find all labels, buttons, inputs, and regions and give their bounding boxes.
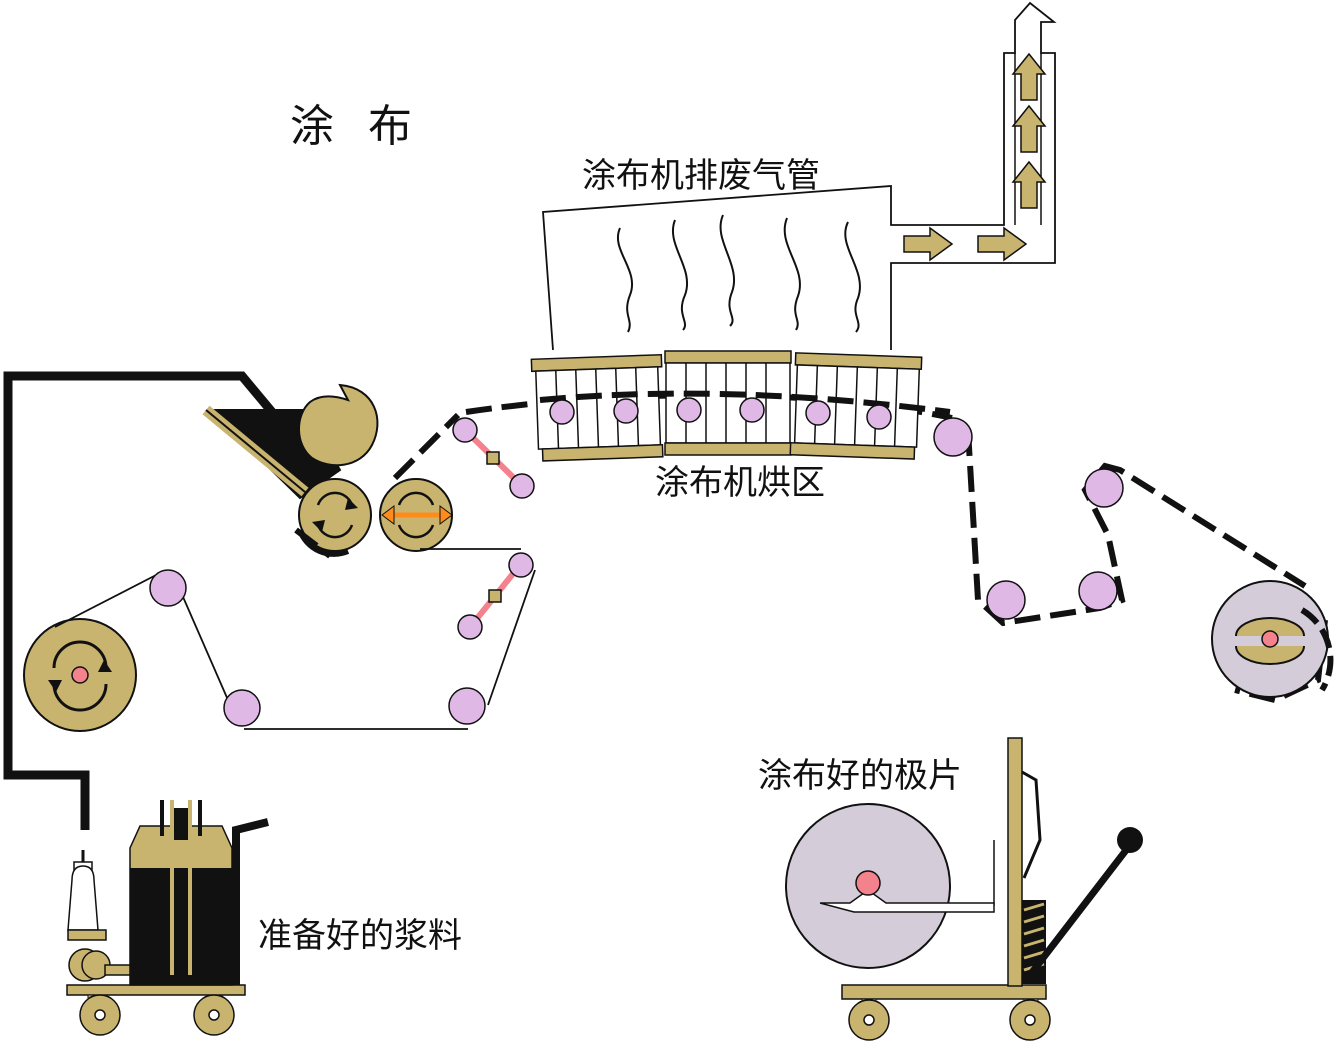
backing-roller bbox=[379, 478, 453, 552]
slurry-cart bbox=[66, 800, 269, 1036]
lift-handle bbox=[1117, 827, 1143, 853]
oven-section-1 bbox=[530, 353, 664, 462]
prepared-slurry-label: 准备好的浆料 bbox=[258, 916, 462, 956]
nitrogen-cylinder bbox=[67, 850, 132, 982]
slurry-tank bbox=[129, 800, 233, 986]
cart-wheels bbox=[79, 994, 235, 1036]
hot-air-fumes bbox=[617, 214, 861, 333]
oven-section-2 bbox=[664, 350, 792, 456]
guide-roller bbox=[149, 569, 187, 607]
slurry-feed-pipe bbox=[3, 371, 276, 830]
guide-roller bbox=[986, 580, 1026, 620]
exhaust-pipe-label: 涂布机排废气管 bbox=[582, 156, 820, 196]
tension-dancer-lower bbox=[468, 563, 523, 628]
guide-roller bbox=[1078, 571, 1118, 611]
exhaust-hood bbox=[542, 1, 1057, 351]
diagram-title: 涂 布 bbox=[290, 101, 422, 152]
oven-section-3 bbox=[789, 352, 923, 460]
exhaust-flow-arrows bbox=[903, 52, 1047, 262]
guide-roller bbox=[933, 417, 973, 457]
tension-dancer-upper bbox=[462, 427, 525, 489]
guide-rollers bbox=[149, 417, 1124, 727]
drying-oven bbox=[530, 350, 951, 462]
exhaust-stack-inner bbox=[1014, 53, 1042, 225]
guide-roller bbox=[508, 552, 534, 578]
unwind-reel bbox=[23, 618, 137, 732]
guide-roller bbox=[457, 614, 483, 640]
guide-roller bbox=[448, 687, 486, 725]
guide-roller bbox=[509, 473, 535, 499]
rewind-reel bbox=[1211, 580, 1334, 698]
coated-electrode-label: 涂布好的极片 bbox=[758, 756, 962, 796]
guide-roller bbox=[452, 417, 478, 443]
electrode-reel-cart bbox=[785, 737, 1143, 1041]
guide-roller bbox=[223, 689, 261, 727]
web-path-lower bbox=[54, 548, 536, 730]
drying-zone-label: 涂布机烘区 bbox=[655, 463, 825, 503]
comma-roller bbox=[298, 383, 379, 467]
coating-head bbox=[202, 383, 453, 557]
guide-roller bbox=[1084, 468, 1124, 508]
